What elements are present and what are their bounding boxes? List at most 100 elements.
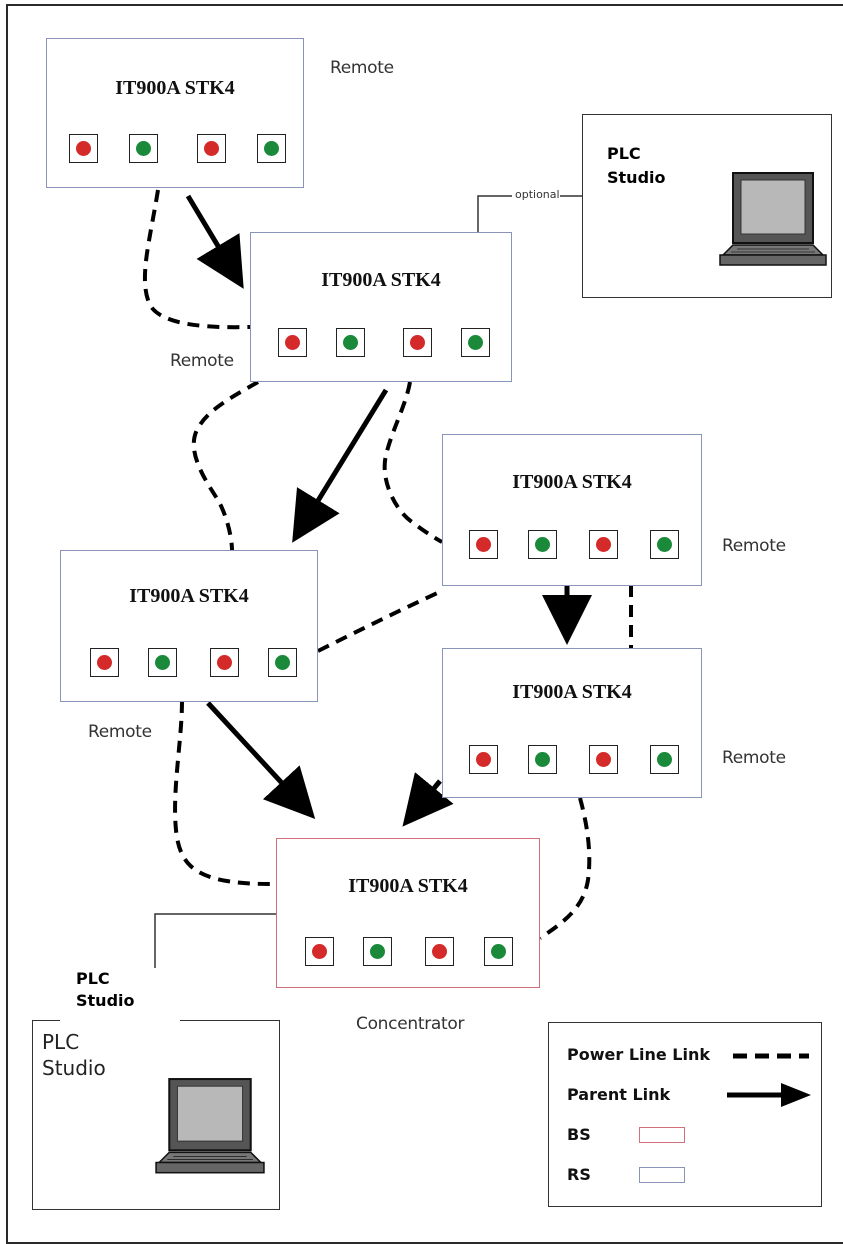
led-indicator — [589, 530, 618, 559]
green-led-icon — [491, 944, 506, 959]
station-title: IT900A STK4 — [512, 471, 632, 493]
red-led-icon — [432, 944, 447, 959]
green-led-icon — [155, 655, 170, 670]
led-indicator — [650, 530, 679, 559]
station-title: IT900A STK4 — [512, 681, 632, 703]
station-title: IT900A STK4 — [348, 875, 468, 897]
led-indicator — [90, 648, 119, 677]
remote-station-1: IT900A STK4 — [46, 38, 304, 188]
station-title: IT900A STK4 — [129, 585, 249, 607]
remote-station-2: IT900A STK4 — [250, 232, 512, 382]
red-led-icon — [596, 752, 611, 767]
concentrator-station: IT900A STK4 — [276, 838, 540, 988]
red-led-icon — [76, 141, 91, 156]
pc-label-line1: PLC — [607, 144, 641, 163]
pc-connector — [154, 913, 278, 970]
remote-station-4: IT900A STK4 — [60, 550, 318, 702]
red-led-icon — [217, 655, 232, 670]
red-led-icon — [476, 537, 491, 552]
parent-link-arrow — [185, 194, 244, 289]
power-line-link — [173, 700, 281, 887]
green-led-icon — [657, 752, 672, 767]
led-indicator — [336, 328, 365, 357]
parent-link-arrow — [292, 388, 389, 543]
led-indicator — [148, 648, 177, 677]
led-indicator — [278, 328, 307, 357]
power-line-link — [538, 797, 592, 940]
legend-parent-label: Parent Link — [567, 1085, 671, 1104]
station-role-label: Concentrator — [356, 1014, 465, 1034]
led-indicator — [528, 745, 557, 774]
green-led-icon — [535, 752, 550, 767]
optional-label: optional — [515, 188, 560, 201]
station-title: IT900A STK4 — [321, 269, 441, 291]
led-indicator — [469, 530, 498, 559]
parent-link-arrow — [402, 772, 454, 827]
red-led-icon — [596, 537, 611, 552]
power-line-link — [191, 380, 259, 551]
plc-studio-pc-bottom: PLC Studio — [32, 1020, 280, 1210]
red-led-icon — [204, 141, 219, 156]
plc-studio-pc-top: PLC Studio — [582, 114, 832, 298]
led-indicator — [197, 134, 226, 163]
legend-bs-label: BS — [567, 1125, 591, 1144]
led-indicator — [469, 745, 498, 774]
led-indicator — [650, 745, 679, 774]
pc-label-line2: Studio — [607, 168, 666, 187]
led-indicator — [129, 134, 158, 163]
led-indicator — [403, 328, 432, 357]
station-role-label: Remote — [88, 722, 152, 742]
red-led-icon — [476, 752, 491, 767]
green-led-icon — [370, 944, 385, 959]
pc-bold-label-background: PLC Studio — [60, 968, 180, 1028]
green-led-icon — [343, 335, 358, 350]
led-indicator — [363, 937, 392, 966]
legend: Power Line Link Parent Link BS RS — [548, 1022, 822, 1207]
station-role-label: Remote — [330, 58, 394, 78]
led-indicator — [425, 937, 454, 966]
arrow-right-icon — [727, 1083, 811, 1107]
green-led-icon — [275, 655, 290, 670]
power-line-link — [382, 381, 443, 544]
green-led-icon — [468, 335, 483, 350]
led-indicator — [257, 134, 286, 163]
red-led-icon — [410, 335, 425, 350]
station-role-label: Remote — [170, 351, 234, 371]
led-indicator — [528, 530, 557, 559]
red-led-icon — [312, 944, 327, 959]
station-role-label: Remote — [722, 748, 786, 768]
pc-plain-line2: Studio — [42, 1056, 106, 1080]
legend-rs-label: RS — [567, 1165, 591, 1184]
remote-station-3: IT900A STK4 — [442, 434, 702, 586]
led-indicator — [305, 937, 334, 966]
red-led-icon — [285, 335, 300, 350]
rs-swatch — [639, 1167, 685, 1183]
pc-plain-line1: PLC — [42, 1030, 80, 1054]
green-led-icon — [264, 141, 279, 156]
legend-power-line-label: Power Line Link — [567, 1045, 711, 1064]
laptop-icon — [719, 172, 827, 266]
red-led-icon — [97, 655, 112, 670]
bs-swatch — [639, 1127, 685, 1143]
optional-connector — [477, 195, 512, 232]
dashed-line-icon — [733, 1053, 809, 1059]
led-indicator — [484, 937, 513, 966]
led-indicator — [589, 745, 618, 774]
led-indicator — [69, 134, 98, 163]
parent-link-arrow — [206, 701, 316, 820]
green-led-icon — [657, 537, 672, 552]
power-line-link — [142, 189, 251, 330]
power-line-link — [317, 588, 445, 653]
green-led-icon — [535, 537, 550, 552]
station-role-label: Remote — [722, 536, 786, 556]
pc-bold-line2: Studio — [76, 991, 135, 1010]
green-led-icon — [136, 141, 151, 156]
led-indicator — [210, 648, 239, 677]
laptop-icon — [155, 1078, 265, 1174]
remote-station-5: IT900A STK4 — [442, 648, 702, 798]
station-title: IT900A STK4 — [115, 77, 235, 99]
led-indicator — [268, 648, 297, 677]
pc-bold-line1: PLC — [76, 969, 110, 988]
